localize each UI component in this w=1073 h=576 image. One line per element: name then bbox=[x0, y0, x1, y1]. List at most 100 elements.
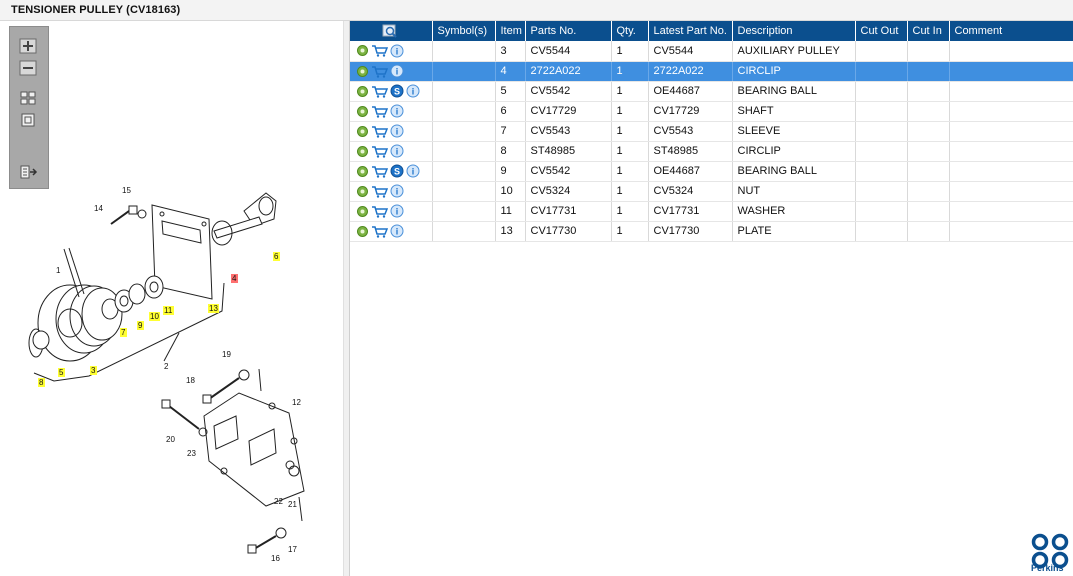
callout-label[interactable]: 17 bbox=[288, 545, 297, 554]
pane-splitter[interactable] bbox=[344, 21, 349, 576]
export-icon bbox=[20, 165, 38, 179]
gear-icon bbox=[357, 105, 368, 117]
callout-label[interactable]: 13 bbox=[209, 304, 218, 313]
callout-label[interactable]: 16 bbox=[271, 554, 280, 563]
zoom-out-button[interactable] bbox=[18, 59, 40, 79]
row-actions[interactable]: i bbox=[350, 41, 433, 62]
callout-label[interactable]: 19 bbox=[222, 350, 231, 359]
cell-cut-in bbox=[907, 201, 950, 222]
callout-label[interactable]: 21 bbox=[288, 500, 297, 509]
cell-symbols bbox=[432, 221, 496, 242]
cell-qty: 1 bbox=[611, 141, 649, 162]
cell-cut-out bbox=[855, 141, 908, 162]
cell-symbols bbox=[432, 121, 496, 142]
callout-label[interactable]: 8 bbox=[39, 378, 44, 387]
callout-label[interactable]: 10 bbox=[150, 312, 159, 321]
callout-label[interactable]: 14 bbox=[94, 204, 103, 213]
callout-label[interactable]: 2 bbox=[164, 362, 169, 371]
column-header-comment[interactable]: Comment bbox=[949, 21, 1073, 41]
cell-cut-in bbox=[907, 121, 950, 142]
callout-label[interactable]: 18 bbox=[186, 376, 195, 385]
row-actions[interactable]: i bbox=[350, 121, 433, 142]
callout-label[interactable]: 12 bbox=[292, 398, 301, 407]
cell-cut-out bbox=[855, 101, 908, 122]
info-icon: i bbox=[390, 44, 404, 58]
svg-text:i: i bbox=[396, 187, 399, 197]
cell-symbols bbox=[432, 181, 496, 202]
cell-cut-in bbox=[907, 221, 950, 242]
row-actions[interactable]: i bbox=[350, 61, 433, 82]
callout-label[interactable]: 5 bbox=[59, 368, 64, 377]
cell-item: 10 bbox=[495, 181, 526, 202]
cell-parts-no: CV5543 bbox=[525, 121, 612, 142]
column-header-cut-in[interactable]: Cut In bbox=[907, 21, 950, 41]
fit-all-button[interactable] bbox=[18, 89, 40, 109]
cell-parts-no: ST48985 bbox=[525, 141, 612, 162]
column-header-qty[interactable]: Qty. bbox=[611, 21, 649, 41]
info-icon: i bbox=[390, 144, 404, 158]
cell-item: 4 bbox=[495, 61, 526, 82]
info-icon: i bbox=[390, 184, 404, 198]
column-header-parts-no[interactable]: Parts No. bbox=[525, 21, 612, 41]
service-s-icon: S bbox=[390, 84, 404, 98]
row-actions[interactable]: i bbox=[350, 201, 433, 222]
column-header-cut-out[interactable]: Cut Out bbox=[855, 21, 908, 41]
callout-label[interactable]: 7 bbox=[121, 328, 126, 337]
cell-symbols bbox=[432, 141, 496, 162]
callout-label[interactable]: 4 bbox=[232, 274, 237, 283]
cell-qty: 1 bbox=[611, 41, 649, 62]
reset-view-button[interactable] bbox=[18, 111, 40, 131]
column-header-latest-part-no[interactable]: Latest Part No. bbox=[648, 21, 733, 41]
svg-text:i: i bbox=[396, 46, 399, 56]
zoom-in-button[interactable] bbox=[18, 37, 40, 57]
callout-highlight bbox=[231, 274, 238, 283]
diagram-toolbar bbox=[9, 26, 49, 189]
column-header-symbols[interactable]: Symbol(s) bbox=[432, 21, 496, 41]
callout-label[interactable]: 6 bbox=[274, 252, 279, 261]
cell-parts-no: CV5542 bbox=[525, 161, 612, 182]
cell-cut-out bbox=[855, 121, 908, 142]
callout-label[interactable]: 3 bbox=[91, 366, 96, 375]
cell-description: SLEEVE bbox=[732, 121, 856, 142]
callout-label[interactable]: 15 bbox=[122, 186, 131, 195]
svg-text:i: i bbox=[396, 207, 399, 217]
callout-label[interactable]: 20 bbox=[166, 435, 175, 444]
callout-highlight bbox=[163, 306, 174, 315]
callout-highlight bbox=[208, 304, 219, 313]
row-actions[interactable]: i bbox=[350, 221, 433, 242]
cell-description: CIRCLIP bbox=[732, 61, 856, 82]
callout-label[interactable]: 23 bbox=[187, 449, 196, 458]
export-button[interactable] bbox=[18, 163, 40, 183]
cell-description: CIRCLIP bbox=[732, 141, 856, 162]
column-header-item[interactable]: Item bbox=[495, 21, 526, 41]
cell-cut-in bbox=[907, 181, 950, 202]
cell-item: 11 bbox=[495, 201, 526, 222]
callout-label[interactable]: 1 bbox=[56, 266, 61, 275]
row-actions[interactable]: i bbox=[350, 181, 433, 202]
cell-parts-no: CV5544 bbox=[525, 41, 612, 62]
callout-label[interactable]: 9 bbox=[138, 321, 143, 330]
callout-label[interactable]: 11 bbox=[164, 306, 173, 315]
row-actions[interactable]: i bbox=[350, 101, 433, 122]
column-header-description[interactable]: Description bbox=[732, 21, 856, 41]
callout-highlight bbox=[273, 252, 280, 261]
cell-latest-part-no: ST48985 bbox=[648, 141, 733, 162]
callout-label[interactable]: 22 bbox=[274, 497, 283, 506]
callout-highlight bbox=[137, 321, 144, 330]
row-actions[interactable]: i bbox=[350, 141, 433, 162]
symbols-filter-header[interactable] bbox=[350, 21, 433, 41]
gear-icon bbox=[357, 185, 368, 197]
